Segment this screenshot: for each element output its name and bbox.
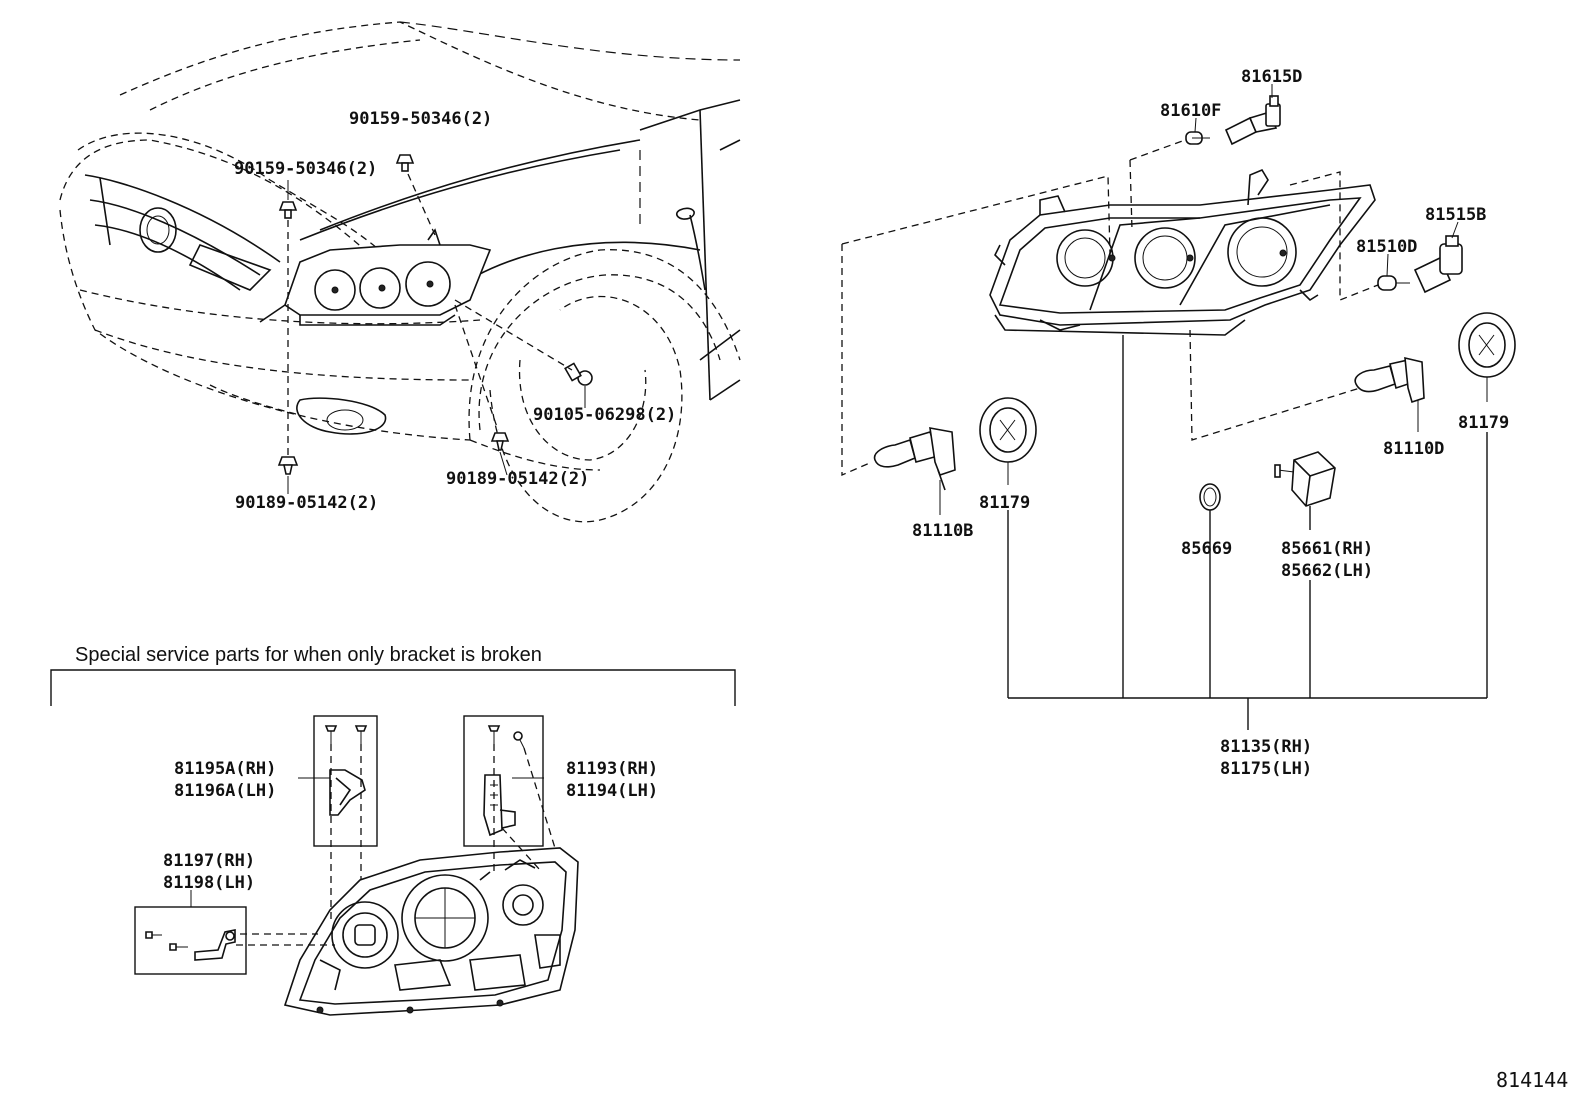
label-bracket-a-rh: 81195A(RH) [174, 759, 276, 779]
leveling-motor-icon [1274, 451, 1336, 507]
service-parts-bracket [50, 669, 736, 706]
label-clip-right: 90189-05142(2) [446, 469, 589, 489]
label-bolt-upper: 90159-50346(2) [349, 109, 492, 129]
bulb-icon [873, 427, 956, 491]
label-assembly-rh: 81135(RH) [1220, 737, 1312, 757]
screw-icon [145, 931, 162, 939]
label-bulb-81110b: 81110B [912, 521, 973, 541]
screw-icon [513, 731, 525, 749]
screw-icon [564, 362, 593, 386]
screw-icon [324, 725, 338, 744]
o-ring-icon [1199, 483, 1221, 511]
label-bulb-81610f: 81610F [1160, 101, 1221, 121]
label-bracket-c-rh: 81197(RH) [163, 851, 255, 871]
service-parts-note: Special service parts for when only brac… [75, 644, 542, 666]
label-bulb-81510d: 81510D [1356, 237, 1417, 257]
label-bracket-b-rh: 81193(RH) [566, 759, 658, 779]
bulb-icon [1354, 356, 1425, 404]
label-cover-81179-left: 81179 [979, 493, 1030, 513]
label-motor-rh: 85661(RH) [1281, 539, 1373, 559]
screw-icon [487, 725, 501, 744]
label-bulb-81515b: 81515B [1425, 205, 1486, 225]
dust-cover-icon [1458, 312, 1516, 378]
car-front-illustration [59, 21, 741, 523]
label-bracket-c-lh: 81198(LH) [163, 873, 255, 893]
bulb-icon [1377, 275, 1410, 291]
headlamp-assembly-illustration [841, 84, 1516, 730]
label-assembly-lh: 81175(LH) [1220, 759, 1312, 779]
label-bulb-81615d: 81615D [1241, 67, 1302, 87]
label-bracket-a-lh: 81196A(LH) [174, 781, 276, 801]
service-brackets-illustration [134, 715, 579, 1016]
label-bracket-b-lh: 81194(LH) [566, 781, 658, 801]
label-motor-lh: 85662(LH) [1281, 561, 1373, 581]
label-ring-85669: 85669 [1181, 539, 1232, 559]
label-cover-81179-right: 81179 [1458, 413, 1509, 433]
label-screw-right: 90105-06298(2) [533, 405, 676, 425]
label-clip-bottom: 90189-05142(2) [235, 493, 378, 513]
bolt-icon [395, 154, 415, 172]
bulb-icon [1413, 235, 1463, 294]
bulb-icon [1224, 95, 1281, 146]
clip-icon [277, 456, 299, 475]
figure-reference-number: 814144 [1496, 1068, 1568, 1092]
bolt-icon [278, 201, 298, 219]
screw-icon [354, 725, 368, 744]
label-bulb-81110d: 81110D [1383, 439, 1444, 459]
dust-cover-icon [979, 397, 1037, 463]
bulb-icon [1185, 131, 1210, 145]
label-bolt-left: 90159-50346(2) [234, 159, 377, 179]
screw-icon [169, 943, 188, 951]
clip-icon [490, 432, 510, 451]
